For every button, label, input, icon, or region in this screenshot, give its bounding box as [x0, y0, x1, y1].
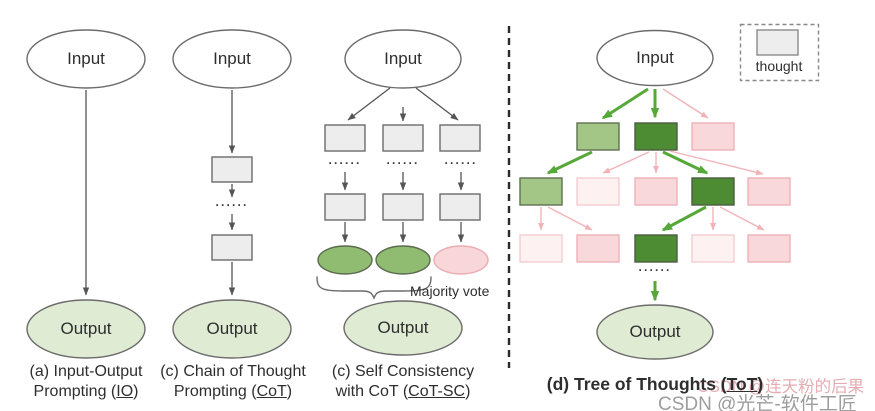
tot-arrow-green-input-l1a	[601, 87, 649, 120]
tot-node-l3-palepink-2	[691, 234, 735, 263]
sc-majority-vote-label: Majority vote	[410, 283, 490, 299]
sc-majority-vote-brace	[316, 276, 432, 300]
caption-tot-post: )	[757, 374, 764, 394]
caption-cot-line1: (c) Chain of Thought	[160, 363, 306, 380]
caption-cot-acronym: CoT	[256, 383, 287, 400]
tot-output-ellipse	[596, 304, 714, 360]
sc-thought-box-r1c1	[324, 124, 366, 152]
tot-node-l2-lightgreen	[519, 177, 563, 206]
tot-arrow-pink-l1b-l2e	[669, 150, 764, 176]
sc-ellipsis-dots-3: ······	[444, 156, 478, 170]
sc-thought-box-r2c3	[439, 193, 481, 221]
sc-sample-ellipse-green-1	[317, 245, 373, 275]
io-input-ellipse	[26, 29, 146, 89]
caption-tot-acronym: ToT	[726, 374, 758, 394]
tot-node-l2-pink	[634, 177, 678, 206]
tot-arrow-pink-l2a-l3b	[547, 206, 593, 231]
tot-arrow-pink-input-l1c	[662, 88, 709, 119]
cot-input-label: Input	[213, 49, 251, 68]
sc-sample-ellipse-pink	[433, 245, 489, 275]
tot-node-l1-darkgreen	[634, 122, 678, 151]
sc-thought-box-r1c3	[439, 124, 481, 152]
cot-thought-box-2	[211, 234, 253, 261]
caption-tot-pre: (d) Tree of Thoughts (	[546, 374, 727, 394]
caption-io-line1: (a) Input-Output	[29, 363, 143, 380]
caption-tot: (d) Tree of Thoughts (ToT)	[547, 374, 763, 394]
caption-sc-line2-pre: with CoT (	[335, 383, 409, 400]
tot-node-l2-palepink-1	[576, 177, 620, 206]
tot-node-l2-darkgreen	[691, 177, 735, 206]
sc-output-label: Output	[377, 318, 429, 337]
tot-node-l1-lightgreen	[576, 122, 620, 151]
tot-legend-thought-label: thought	[755, 58, 803, 74]
caption-io-acronym: IO	[116, 383, 134, 400]
sc-thought-box-r2c2	[382, 193, 424, 221]
tot-node-l3-pink-2	[747, 234, 791, 263]
tot-node-l2-pink-2	[747, 177, 791, 206]
sc-input-ellipse	[344, 29, 462, 89]
io-output-label: Output	[60, 319, 112, 338]
sc-ellipsis-dots-1: ······	[328, 156, 362, 170]
tot-legend-dashed-frame	[739, 23, 820, 82]
tot-ellipsis-dots: ······	[638, 263, 672, 277]
tot-node-l3-palepink-1	[519, 234, 563, 263]
tot-arrow-pink-l2d-l3e	[719, 206, 765, 231]
caption-io-line2-post: )	[133, 383, 139, 400]
cot-thought-box-1	[211, 156, 253, 183]
tot-output-label: Output	[629, 322, 681, 341]
tot-arrow-green-l2d-l3c	[661, 205, 707, 232]
tot-legend-thought-box	[756, 29, 799, 56]
caption-sc-line2-post: )	[465, 383, 471, 400]
watermark-pink: CSDN @连天粉的后果	[697, 378, 865, 396]
sc-output-ellipse	[343, 300, 463, 356]
cot-ellipsis-dots: ······	[215, 198, 249, 212]
caption-cot-line2-pre: Prompting (	[173, 383, 257, 400]
tot-node-l3-pink-1	[576, 234, 620, 263]
sc-sample-ellipse-green-2	[375, 245, 431, 275]
sc-fan-arrow-left	[347, 87, 391, 121]
sc-thought-box-r1c2	[382, 124, 424, 152]
caption-io: (a) Input-Output Prompting (IO)	[30, 362, 143, 402]
sc-ellipsis-dots-2: ······	[386, 156, 420, 170]
caption-cot: (c) Chain of Thought Prompting (CoT)	[160, 362, 306, 402]
tot-input-ellipse	[596, 29, 714, 87]
tot-node-l1-pink	[691, 122, 735, 151]
cot-output-ellipse	[172, 299, 292, 359]
cot-input-ellipse	[172, 29, 292, 89]
cot-output-label: Output	[206, 319, 258, 338]
caption-sc-acronym: CoT-SC	[408, 383, 466, 400]
caption-sc-line1: (c) Self Consistency	[331, 363, 475, 380]
io-input-label: Input	[67, 49, 105, 68]
sc-thought-box-r2c1	[324, 193, 366, 221]
tot-arrow-pink-l1b-l2b	[602, 151, 650, 174]
io-output-ellipse	[26, 299, 146, 359]
caption-cot-line2-post: )	[286, 383, 293, 400]
caption-sc: (c) Self Consistency with CoT (CoT-SC)	[332, 362, 474, 402]
tot-arrow-green-l1b-l2d	[662, 150, 709, 175]
sc-input-label: Input	[384, 49, 422, 68]
watermark-gray: CSDN @光芒-软件工匠	[658, 394, 857, 411]
sc-fan-arrow-right	[415, 87, 459, 121]
tot-node-l3-darkgreen	[634, 234, 678, 263]
tot-input-label: Input	[636, 48, 674, 67]
tot-arrow-green-l1a-l2a	[546, 150, 593, 175]
caption-io-line2-pre: Prompting (	[33, 383, 117, 400]
